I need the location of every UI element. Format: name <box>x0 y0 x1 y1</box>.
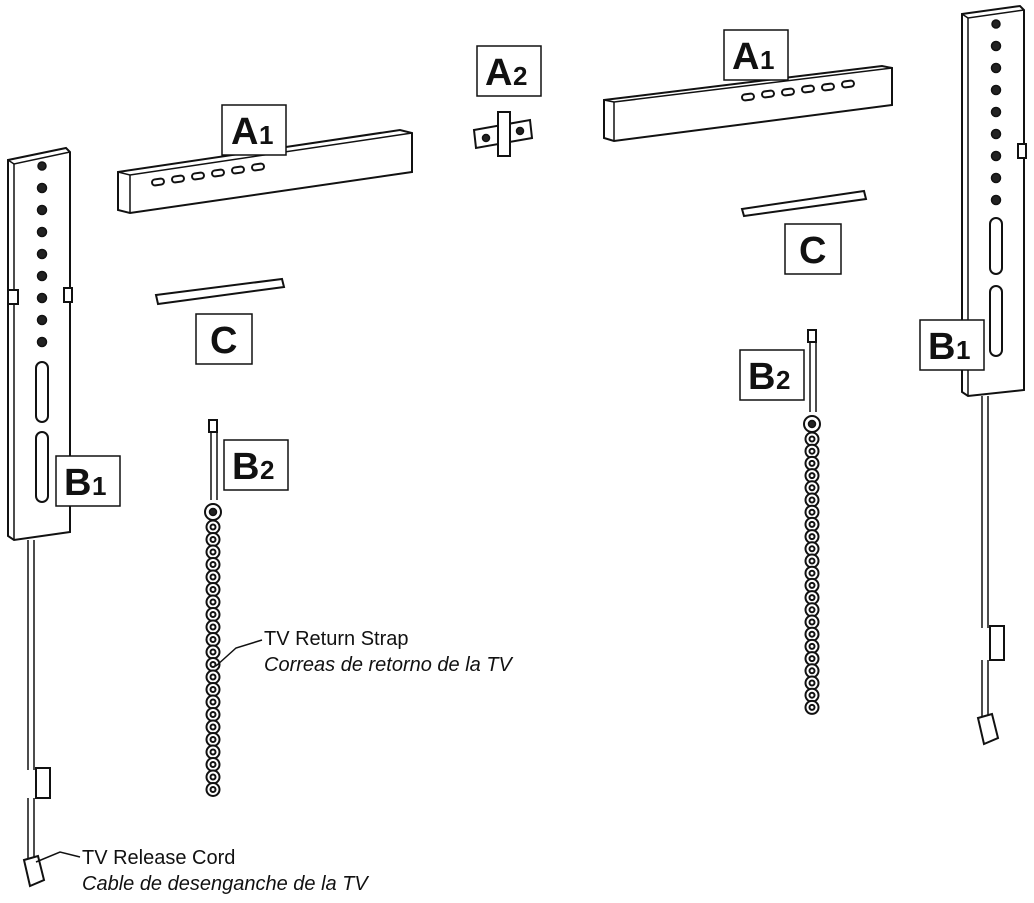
strap-bead-hole <box>209 561 217 568</box>
svg-text:TV Return Strap: TV Return Strap <box>264 628 409 650</box>
svg-text:Correas de retorno de la TV: Correas de retorno de la TV <box>264 654 514 676</box>
strap-bead-hole <box>209 698 217 706</box>
strap-bead-hole <box>209 586 217 593</box>
strap-bead-hole <box>808 545 816 553</box>
strap-bead-hole <box>209 573 217 581</box>
strap-bead-hole <box>209 598 217 606</box>
upright-b1-left <box>7 146 73 888</box>
label-b1-right: B 1 <box>919 319 985 371</box>
label-a1-left: A 1 <box>221 104 287 156</box>
rail-a1-right <box>603 64 893 143</box>
svg-text:1: 1 <box>92 471 106 501</box>
strap-bead-hole <box>808 618 816 626</box>
svg-text:2: 2 <box>776 365 790 395</box>
strap-bead-hole <box>209 673 217 681</box>
strap-bead-hole <box>209 611 217 618</box>
label-a1-right: A 1 <box>723 29 789 81</box>
strap-bead-hole <box>808 569 816 577</box>
upright-b1-right <box>961 4 1027 746</box>
strap-bead-hole <box>209 636 217 643</box>
strap-b2-left <box>204 419 222 797</box>
strap-bead-hole <box>808 557 816 565</box>
svg-text:B: B <box>928 326 955 368</box>
strap-bead-hole <box>808 508 816 516</box>
strap-bead-hole <box>209 548 217 556</box>
svg-text:A: A <box>732 36 759 78</box>
strap-bead-hole <box>808 594 816 602</box>
label-c-right: C <box>784 223 842 275</box>
spacer-c-right <box>740 189 868 218</box>
strap-bead-hole <box>808 459 816 467</box>
strap-bead-hole <box>209 736 217 743</box>
svg-text:1: 1 <box>259 120 273 150</box>
svg-text:A: A <box>231 111 258 153</box>
label-a2: A 2 <box>476 45 542 97</box>
strap-bead-hole <box>808 642 816 650</box>
callout-return-strap: TV Return Strap Correas de retorno de la… <box>215 628 514 676</box>
svg-text:B: B <box>748 356 775 398</box>
strap-bead-hole <box>209 661 217 668</box>
strap-bead-hole <box>209 536 217 543</box>
strap-bead-hole <box>209 623 217 631</box>
strap-bead-hole <box>808 484 816 492</box>
label-b1-left: B 1 <box>55 455 121 507</box>
strap-bead-hole <box>209 648 217 656</box>
svg-text:1: 1 <box>956 335 970 365</box>
svg-text:C: C <box>799 230 826 272</box>
svg-text:B: B <box>232 446 259 488</box>
label-c-left: C <box>195 313 253 365</box>
label-b2-left: B 2 <box>223 439 289 491</box>
strap-bead-hole <box>209 748 217 756</box>
label-b2-right: B 2 <box>739 349 805 401</box>
spacer-c-left <box>154 277 286 306</box>
svg-text:2: 2 <box>513 61 527 91</box>
svg-text:B: B <box>64 462 91 504</box>
svg-text:Cable de desenganche de la TV: Cable de desenganche de la TV <box>82 873 369 895</box>
svg-text:TV Release Cord: TV Release Cord <box>82 847 235 869</box>
strap-bead-hole <box>808 435 816 443</box>
strap-bead-hole <box>209 723 217 731</box>
strap-bead-hole <box>209 711 217 718</box>
strap-bead-hole <box>808 691 816 699</box>
strap-bead-hole <box>808 655 816 663</box>
strap-bead-hole <box>808 496 816 504</box>
strap-bead-hole <box>808 520 816 528</box>
strap-bead-hole <box>808 679 816 687</box>
strap-bead-hole <box>808 630 816 638</box>
strap-bead-hole <box>808 703 816 711</box>
strap-bead-hole <box>808 581 816 589</box>
strap-bead-hole <box>808 472 816 480</box>
callout-release-cord: TV Release Cord Cable de desenganche de … <box>35 847 369 895</box>
svg-text:1: 1 <box>760 45 774 75</box>
strap-bead-hole <box>808 533 816 541</box>
svg-text:2: 2 <box>260 455 274 485</box>
strap-bead-hole <box>209 773 217 781</box>
svg-text:C: C <box>210 320 237 362</box>
strap-bead-hole <box>209 523 217 531</box>
rail-a1-left <box>117 128 413 215</box>
strap-bead-hole <box>209 786 217 793</box>
strap-bead-hole <box>808 606 816 614</box>
svg-text:A: A <box>485 52 512 94</box>
strap-bead-hole <box>209 761 217 768</box>
strap-bead-hole <box>808 667 816 675</box>
connector-a2 <box>472 111 534 157</box>
strap-bead-hole <box>209 686 217 693</box>
strap-bead-hole <box>808 447 816 455</box>
strap-b2-right <box>803 329 821 715</box>
